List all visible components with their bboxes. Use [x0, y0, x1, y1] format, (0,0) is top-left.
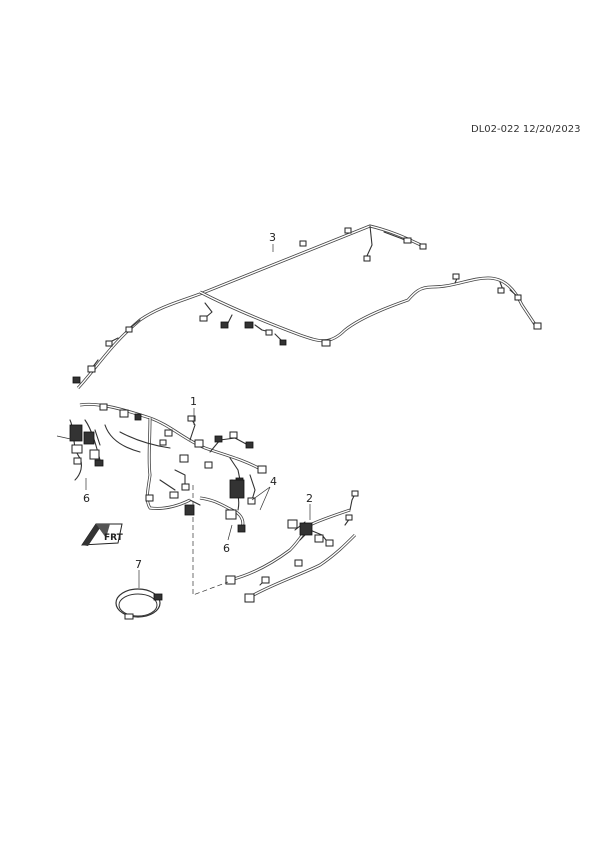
- roof-harness-3: [72, 224, 542, 390]
- console-harness-4: [199, 474, 256, 533]
- callout-2: 2: [306, 492, 313, 505]
- callout-4: 4: [270, 475, 277, 488]
- callout-7: 7: [135, 558, 142, 571]
- cable-loop-7: [115, 588, 163, 620]
- svg-text:FRT: FRT: [104, 533, 124, 543]
- document-id-date: DL02-022 12/20/2023: [471, 124, 581, 135]
- front-direction-icon: FRT: [81, 523, 124, 546]
- leader-left: [56, 435, 76, 441]
- floor-harness-2: [225, 490, 359, 603]
- callout-6-center: 6: [223, 542, 230, 555]
- connection-dashed-line: [192, 485, 229, 596]
- leader-4a: [251, 486, 271, 501]
- callout-3: 3: [269, 231, 276, 244]
- callout-1: 1: [190, 395, 197, 408]
- callout-6-left: 6: [83, 492, 90, 505]
- leader-4b: [259, 486, 271, 511]
- leader-6b: [227, 524, 233, 541]
